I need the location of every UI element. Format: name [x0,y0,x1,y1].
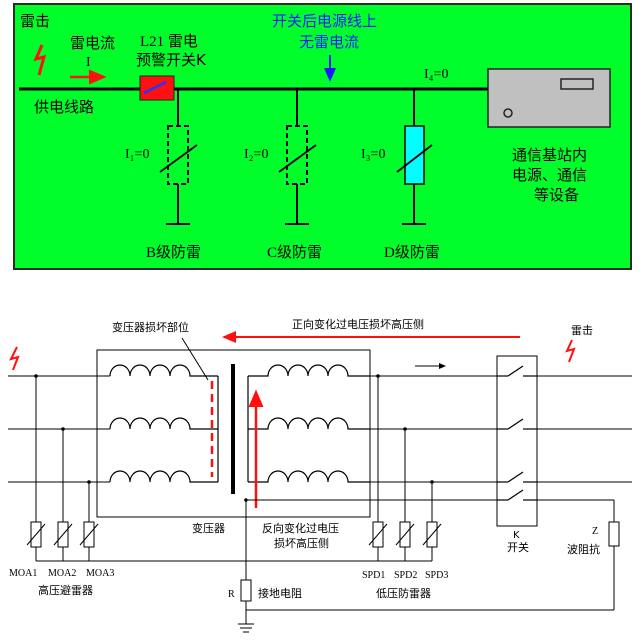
spd1-label: SPD1 [362,570,385,581]
switch-blade [143,80,167,95]
wave-impedance-label: 波阻抗 [567,542,600,556]
bottom-lightning-right-icon [565,339,576,363]
d-level-label: D级防雷 [384,244,440,261]
secondary-coils [247,364,370,483]
top-lightning-label: 雷击 [20,12,50,30]
spd2-label: SPD2 [394,570,417,581]
switch-label-line2: 预警开关K [136,51,207,69]
spd3-label: SPD3 [425,570,448,581]
moa1-label: MOA1 [9,568,37,579]
r-letter: R [228,589,235,600]
z-letter: Z [592,526,598,537]
lightning-bolt-icon [33,44,47,76]
supply-line-label: 供电线路 [34,98,94,116]
damage-label: 变压器损坏部位 [112,320,189,334]
base-station-knob [503,108,513,118]
i2-label: I₂=0 [244,147,268,162]
ground-resistor [238,500,614,633]
warning-switch-k [139,75,175,101]
transformer-label: 变压器 [192,521,225,535]
d-level-surge [396,89,433,225]
switch-k-box [496,355,538,527]
c-level-label: C级防雷 [267,244,322,261]
c-level-surge [278,89,317,225]
note-line2: 无雷电流 [299,33,359,51]
i4-label: I₄=0 [424,67,448,82]
station-line3: 等设备 [534,186,579,204]
wave-impedance [608,500,620,610]
base-station-display [560,78,594,90]
hv-arresters [26,376,432,562]
b-level-label: B级防雷 [146,244,201,261]
moa2-label: MOA2 [48,568,76,579]
switch-label: 开关 [507,540,529,554]
bottom-lightning-label: 雷击 [571,324,593,337]
lv-protector-label: 低压防雷器 [376,586,431,600]
station-line2: 电源、通信 [512,166,587,184]
reverse-label-line1: 反向变化过电压 [262,521,339,535]
i1-label: I₁=0 [125,147,149,162]
bottom-panel: 变压器损坏部位 正向变化过电压损坏高压侧 雷击 [8,317,632,633]
forward-label: 正向变化过电压损坏高压侧 [292,317,424,331]
current-symbol: I [86,55,91,70]
switch-letter: K [513,530,520,541]
transformer-box [96,349,371,518]
top-panel: 雷击 雷电流 I 供电线路 L21 雷电 预警开关K 开关后电源线上 无雷电流 … [13,3,632,270]
reverse-label-line2: 损坏高压侧 [274,536,329,550]
switch-label-line1: L21 雷电 [140,33,198,50]
note-line1: 开关后电源线上 [272,12,377,30]
damage-leader [181,337,209,381]
i3-label: I₃=0 [361,147,385,162]
top-panel-background [13,3,632,270]
lv-protectors [368,376,442,561]
hv-arrester-label: 高压避雷器 [38,583,93,597]
ground-resistor-label: 接地电阻 [258,587,302,600]
switch-k-blades [497,365,537,501]
bottom-lightning-left-icon [9,346,20,371]
primary-coils [109,364,219,483]
current-label: 雷电流 [70,34,115,52]
station-line1: 通信基站内 [512,146,587,164]
b-level-surge [159,89,198,225]
base-station-box [487,68,611,128]
moa3-label: MOA3 [86,568,114,579]
